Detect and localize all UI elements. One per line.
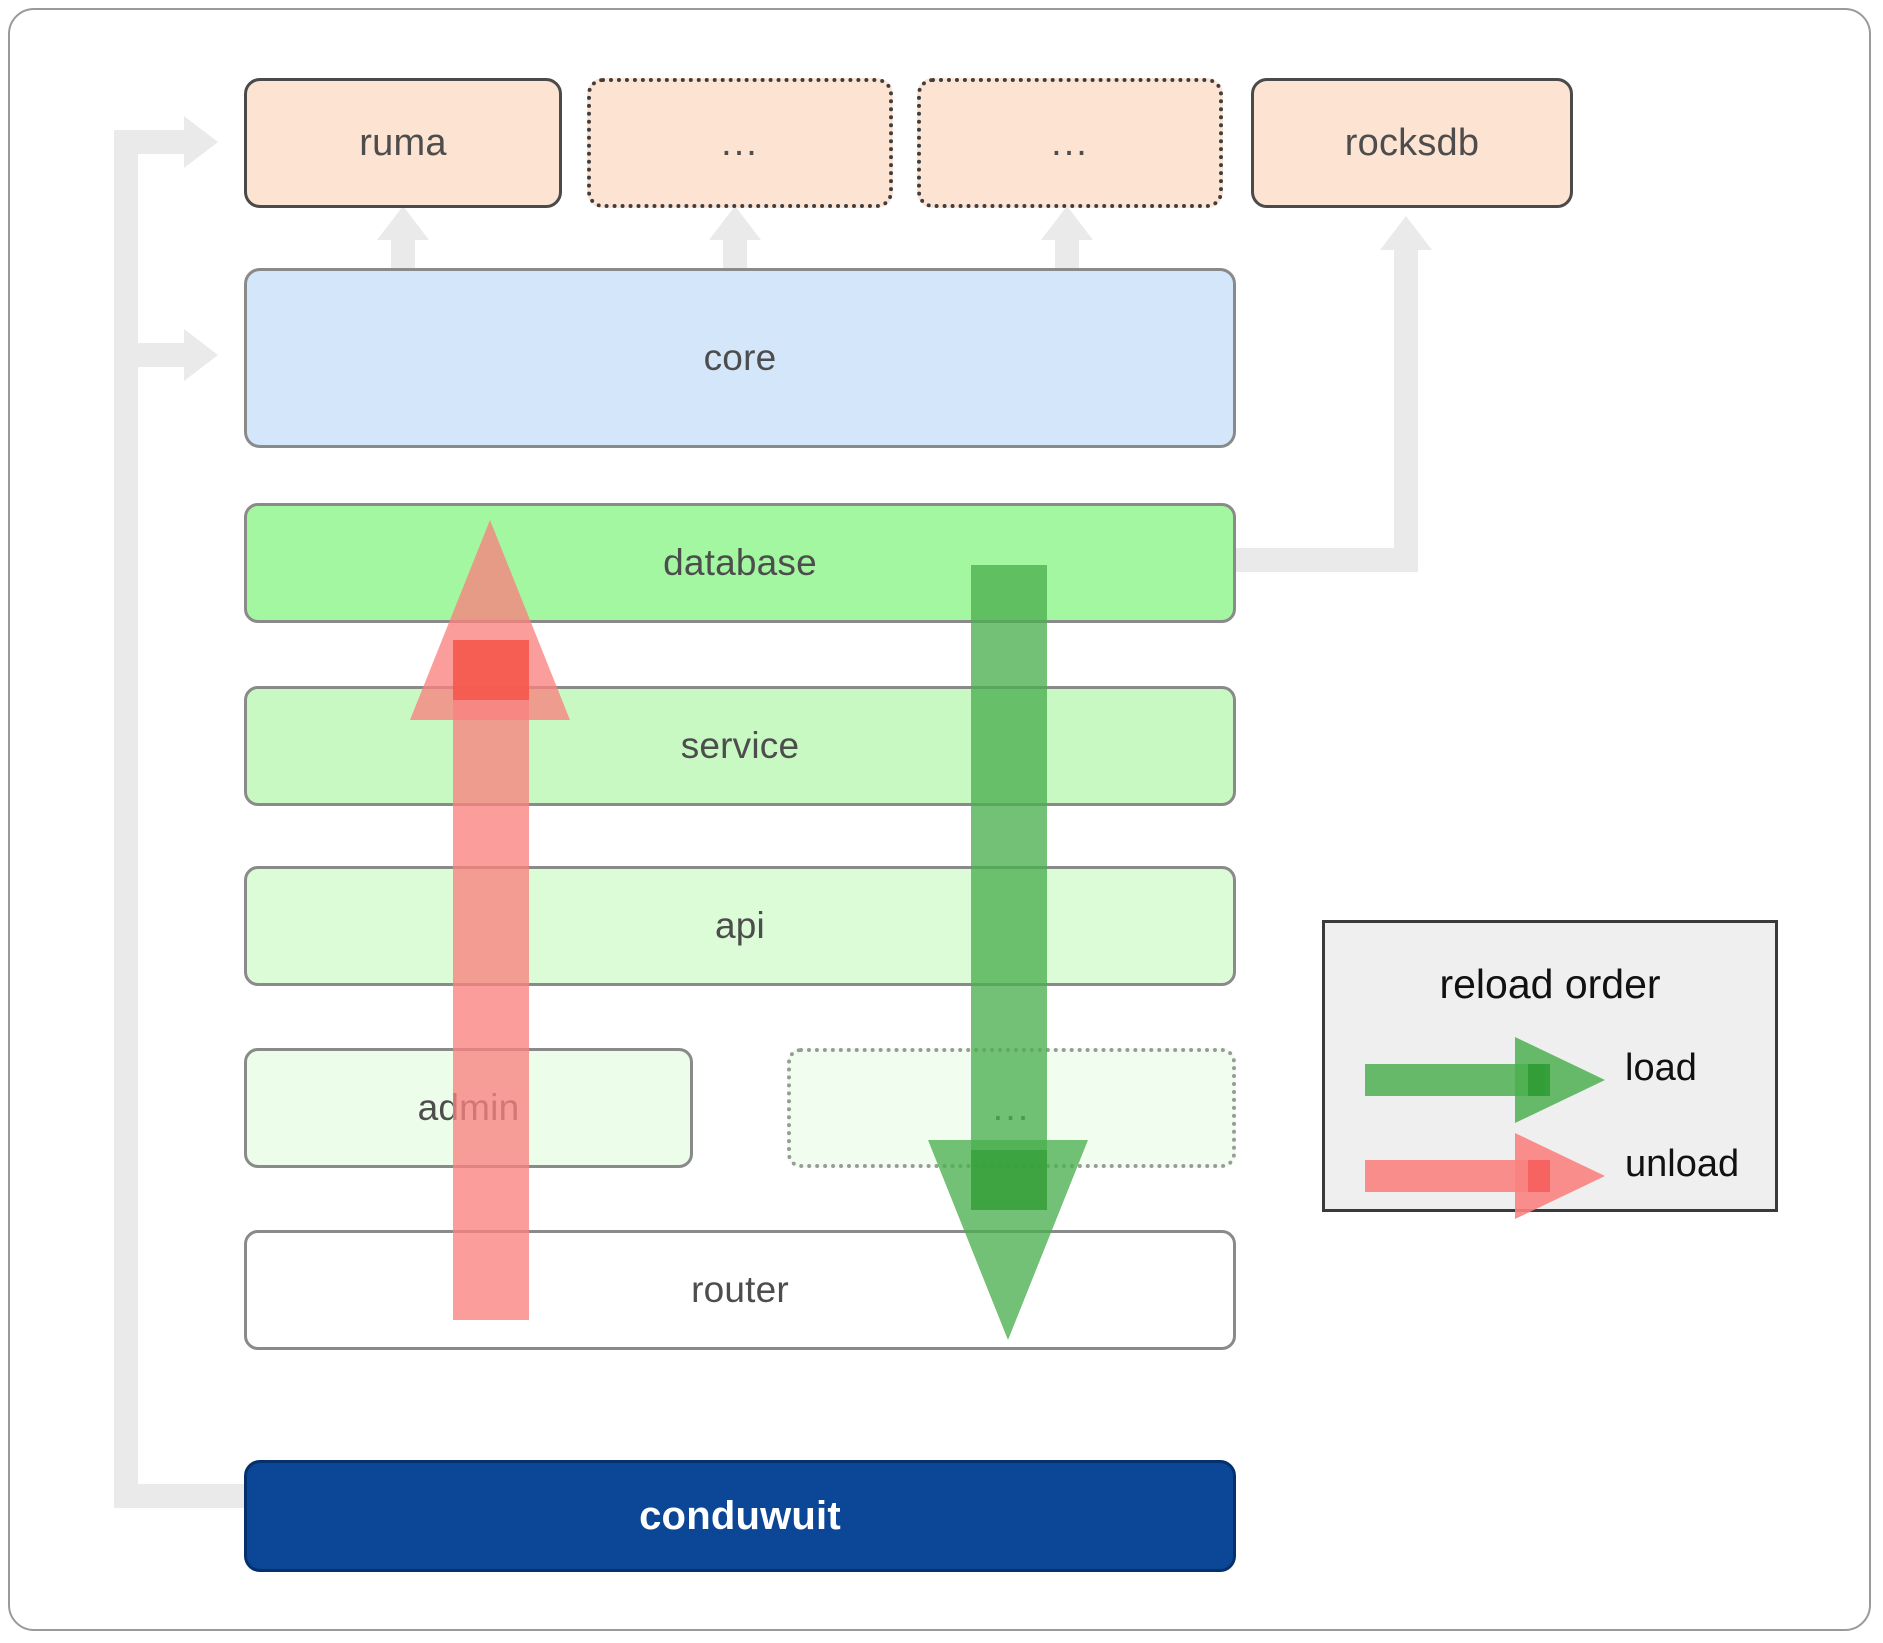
layer-label-database: database (663, 542, 817, 583)
layer-label-router: router (691, 1269, 789, 1310)
layer-box-api[interactable]: api (244, 866, 1236, 986)
dependency-label-ellipsis-1: ... (721, 121, 759, 164)
connector-rocksdb-arrowhead (1380, 216, 1432, 250)
diagram-frame (8, 8, 1871, 1631)
layer-box-ellipsis[interactable]: ... (787, 1048, 1236, 1168)
legend-panel: reload order load unload (1322, 920, 1778, 1219)
legend-label-unload: unload (1625, 1143, 1740, 1185)
legend-row-unload: unload (1325, 1133, 1775, 1219)
layer-box-database[interactable]: database (244, 503, 1236, 623)
legend-label-load: load (1625, 1047, 1697, 1089)
legend-title: reload order (1439, 961, 1661, 1007)
connector-left-spine (114, 130, 138, 1508)
connector-to-conduwuit (114, 1484, 244, 1508)
layer-label-ellipsis: ... (992, 1086, 1031, 1129)
dependency-label-rocksdb: rocksdb (1344, 121, 1480, 164)
root-label-conduwuit: conduwuit (639, 1493, 841, 1538)
layer-label-core: core (703, 337, 777, 378)
dependency-box-rocksdb[interactable]: rocksdb (1251, 78, 1573, 208)
connector-to-core-arrowhead (184, 329, 218, 381)
dependency-box-ellipsis-2[interactable]: ... (917, 78, 1223, 208)
layer-box-core[interactable]: core (244, 268, 1236, 448)
dependency-box-ruma[interactable]: ruma (244, 78, 562, 208)
connector-core-to-dep1-arrowhead (709, 206, 761, 240)
connector-to-ruma-arrowhead (184, 116, 218, 168)
connector-database-to-rocksdb-horizontal (1228, 548, 1418, 572)
layer-box-admin[interactable]: admin (244, 1048, 693, 1168)
connector-database-to-rocksdb-vertical (1394, 248, 1418, 572)
legend-row-load: load (1325, 1037, 1775, 1123)
legend-unload-arrow-icon (1365, 1133, 1605, 1219)
layer-box-service[interactable]: service (244, 686, 1236, 806)
connector-core-to-dep2-arrowhead (1041, 206, 1093, 240)
connector-core-to-ruma-arrowhead (377, 206, 429, 240)
layer-box-router[interactable]: router (244, 1230, 1236, 1350)
connector-to-core (114, 343, 186, 367)
layer-label-admin: admin (417, 1087, 520, 1128)
root-box-conduwuit[interactable]: conduwuit (244, 1460, 1236, 1572)
legend-load-arrow-icon (1365, 1037, 1605, 1123)
dependency-label-ellipsis-2: ... (1051, 121, 1089, 164)
connector-to-ruma (114, 130, 186, 154)
layer-label-service: service (680, 725, 800, 766)
dependency-box-ellipsis-1[interactable]: ... (587, 78, 893, 208)
dependency-label-ruma: ruma (359, 121, 447, 164)
layer-label-api: api (715, 905, 765, 946)
